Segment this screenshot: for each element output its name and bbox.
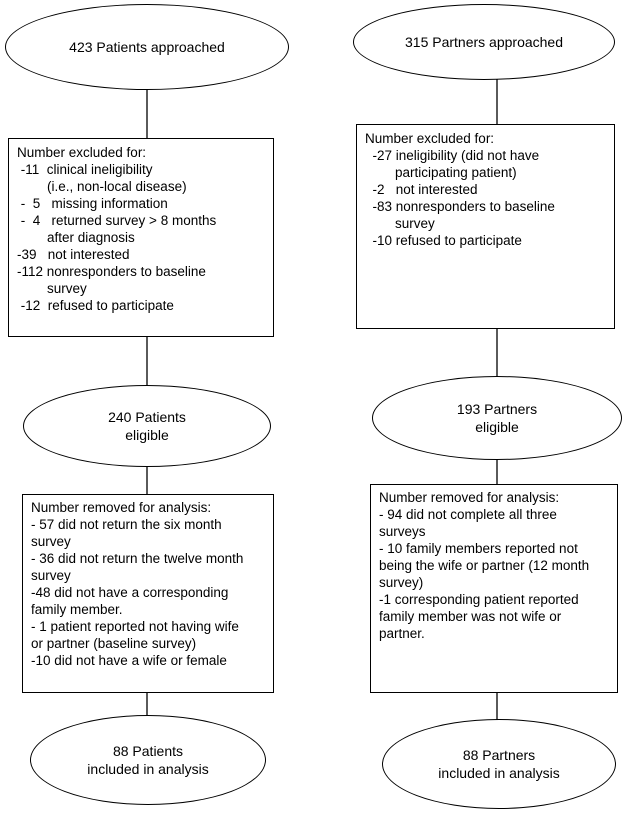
list-item: surveys	[379, 524, 426, 539]
list-item: -10 did not have a wife or female	[31, 653, 227, 668]
list-item: survey)	[379, 575, 424, 590]
patients-eligible-sublabel: eligible	[125, 427, 169, 443]
partners-included-node: 88 Partners included in analysis	[382, 719, 616, 809]
list-item: - 10 family members reported not	[379, 541, 578, 556]
list-item: -83 nonresponders to baseline	[365, 199, 555, 214]
patients-removed-box: Number removed for analysis: - 57 did no…	[22, 494, 274, 693]
partners-eligible-sublabel: eligible	[475, 419, 519, 435]
list-item: - 36 did not return the twelve month	[31, 551, 244, 566]
list-item: being the wife or partner (12 month	[379, 558, 590, 573]
list-item: family member was not wife or	[379, 609, 562, 624]
list-item: survey	[31, 534, 71, 549]
list-item: after diagnosis	[17, 230, 135, 245]
patients-approached-label: 423 Patients approached	[69, 39, 225, 55]
list-item: survey	[17, 281, 87, 296]
list-item: family member.	[31, 602, 123, 617]
patients-approached-node: 423 Patients approached	[5, 4, 289, 90]
list-item: survey	[365, 216, 435, 231]
list-item: -2 not interested	[365, 182, 478, 197]
list-item: (i.e., non-local disease)	[17, 179, 187, 194]
list-item: -10 refused to participate	[365, 233, 522, 248]
partners-approached-node: 315 Partners approached	[353, 4, 615, 80]
patients-included-node: 88 Patients included in analysis	[30, 715, 266, 805]
patients-included-label: 88 Patients	[112, 743, 184, 759]
partners-approached-label: 315 Partners approached	[405, 34, 563, 50]
partners-removed-heading: Number removed for analysis:	[379, 490, 560, 505]
list-item: survey	[31, 568, 71, 583]
patients-excluded-box: Number excluded for: -11 clinical inelig…	[8, 138, 274, 337]
partners-excluded-heading: Number excluded for:	[365, 131, 495, 146]
list-item: -39 not interested	[17, 247, 130, 262]
list-item: -112 nonresponders to baseline	[17, 264, 206, 279]
list-item: -1 corresponding patient reported	[379, 592, 579, 607]
list-item: -11 clinical ineligibility	[17, 162, 153, 177]
list-item: or partner (baseline survey)	[31, 636, 197, 651]
list-item: participating patient)	[365, 165, 517, 180]
partners-eligible-node: 193 Partners eligible	[372, 376, 622, 460]
partners-included-label: 88 Partners	[462, 747, 536, 763]
list-item: -48 did not have a corresponding	[31, 585, 229, 600]
list-item: - 94 did not complete all three	[379, 507, 557, 522]
list-item: - 5 missing information	[17, 196, 168, 211]
list-item: -12 refused to participate	[17, 298, 174, 313]
list-item: - 4 returned survey > 8 months	[17, 213, 217, 228]
partners-removed-box: Number removed for analysis: - 94 did no…	[370, 484, 618, 693]
patients-eligible-label: 240 Patients	[108, 409, 186, 425]
partners-eligible-label: 193 Partners	[456, 401, 538, 417]
patients-included-sublabel: included in analysis	[87, 761, 209, 777]
patients-eligible-node: 240 Patients eligible	[23, 385, 271, 467]
list-item: - 1 patient reported not having wife	[31, 619, 239, 634]
patients-excluded-heading: Number excluded for:	[17, 145, 147, 160]
list-item: - 57 did not return the six month	[31, 517, 222, 532]
list-item: partner.	[379, 626, 425, 641]
partners-excluded-box: Number excluded for: -27 ineligibility (…	[356, 124, 615, 329]
patients-removed-heading: Number removed for analysis:	[31, 500, 212, 515]
list-item: -27 ineligibility (did not have	[365, 148, 540, 163]
partners-included-sublabel: included in analysis	[438, 765, 560, 781]
